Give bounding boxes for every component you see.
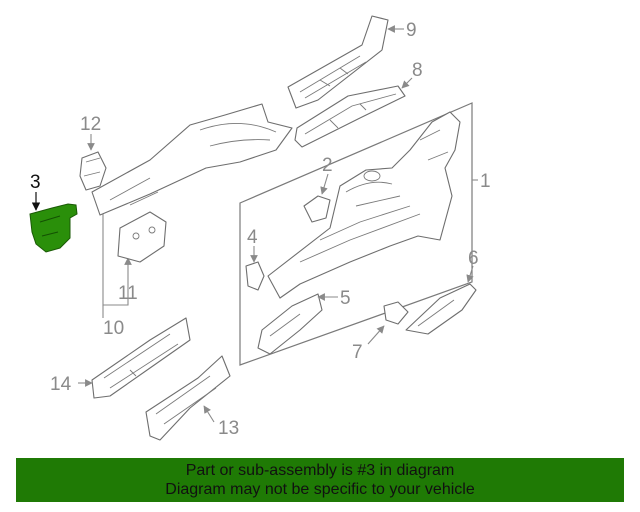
part-5-lower-member <box>257 293 323 355</box>
info-banner: Part or sub-assembly is #3 in diagram Di… <box>16 458 624 502</box>
part-1-apron-assembly <box>267 111 461 299</box>
callout-5: 5 <box>340 288 351 309</box>
callout-2: 2 <box>322 155 333 176</box>
callout-9: 9 <box>406 20 417 41</box>
part-14-lower-rail <box>91 317 191 399</box>
callout-12: 12 <box>80 114 101 135</box>
part-6-panel <box>405 283 477 335</box>
callout-10: 10 <box>103 318 124 339</box>
part-10-side-member <box>91 103 293 216</box>
callout-8: 8 <box>412 60 423 81</box>
callout-13: 13 <box>218 418 239 439</box>
callout-11: 11 <box>118 283 138 304</box>
part-11-plate <box>117 211 167 263</box>
group-10-bracket <box>102 212 129 306</box>
part-7-bracket <box>383 301 409 325</box>
callout-1: 1 <box>480 171 491 192</box>
banner-line-1: Part or sub-assembly is #3 in diagram <box>185 462 455 479</box>
part-8-reinforcement <box>294 85 406 148</box>
banner-line-2: Diagram may not be specific to your vehi… <box>165 481 475 498</box>
part-12-bracket <box>79 151 107 191</box>
callout-7: 7 <box>352 342 363 363</box>
part-4-plate <box>245 261 265 291</box>
part-2-bracket <box>303 195 331 223</box>
callout-14: 14 <box>50 374 72 395</box>
part-9-upper-rail <box>287 15 389 109</box>
callout-4: 4 <box>247 227 258 248</box>
part-3-highlighted-bracket <box>29 203 78 253</box>
callout-3: 3 <box>30 172 41 193</box>
part-13-reinforcement <box>145 355 231 441</box>
parts-diagram: 1 2 3 4 5 6 7 8 9 10 11 12 13 14 <box>29 15 491 441</box>
callout-6: 6 <box>468 248 479 269</box>
